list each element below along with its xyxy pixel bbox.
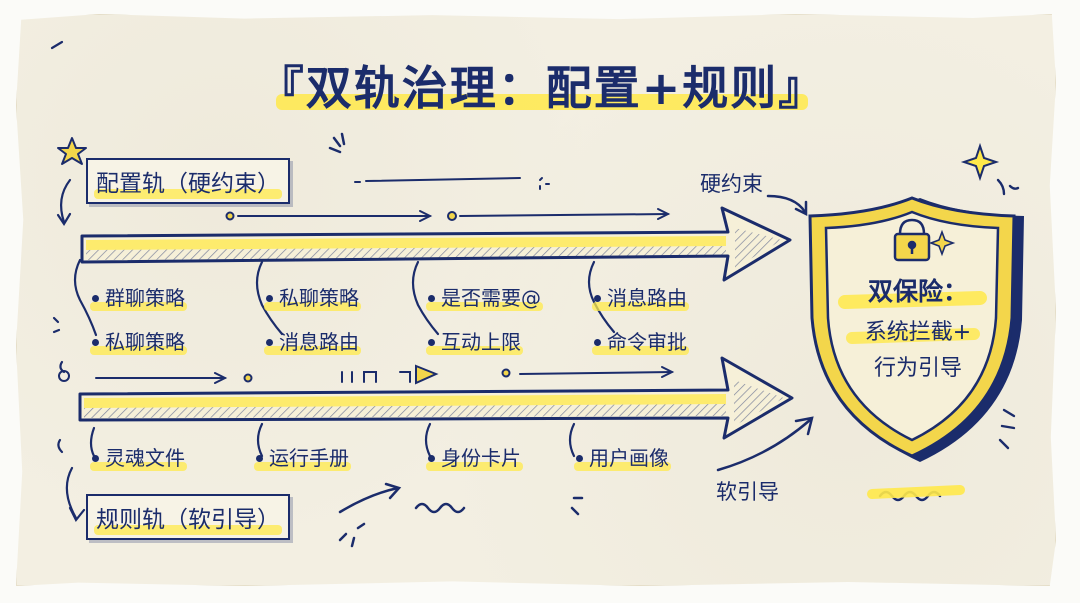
shield-text: 双保险： 系统拦截+ 行为引导 bbox=[832, 272, 1004, 382]
config-item-mention-required: 是否需要@ bbox=[426, 282, 543, 311]
config-item-message-routing-2: 消息路由 bbox=[264, 326, 361, 355]
shield-line-2: 系统拦截+ bbox=[864, 320, 972, 345]
config-item-message-routing: 消息路由 bbox=[592, 282, 689, 311]
shield-line-3: 行为引导 bbox=[873, 356, 962, 381]
side-arrows bbox=[328, 132, 814, 548]
shield-line-1: 双保险： bbox=[867, 277, 968, 306]
diagram-title-text: 『双轨治理：配置+规则』 bbox=[257, 61, 827, 115]
rule-item-runbook: 运行手册 bbox=[254, 442, 351, 471]
soft-guidance-note: 软引导 bbox=[716, 480, 779, 504]
shield-icon bbox=[808, 196, 1024, 462]
config-track-label-box: 配置轨（硬约束） bbox=[86, 158, 290, 204]
diagram-title-wrap: 『双轨治理：配置+规则』 bbox=[232, 50, 852, 120]
rule-track-label-box: 规则轨（软引导） bbox=[86, 494, 290, 540]
config-flow-lines bbox=[225, 177, 671, 222]
config-item-private-chat-policy: 私聊策略 bbox=[264, 282, 361, 311]
rule-flow-lines bbox=[58, 364, 675, 385]
config-track-arrow bbox=[80, 206, 792, 282]
padlock-icon bbox=[893, 218, 931, 262]
rule-track-label: 规则轨（软引导） bbox=[96, 507, 280, 533]
rule-track-arrow bbox=[78, 356, 794, 440]
rule-item-identity-card: 身份卡片 bbox=[426, 442, 523, 471]
star-icon bbox=[57, 137, 87, 165]
config-item-private-chat-policy-2: 私聊策略 bbox=[90, 326, 187, 355]
small-sparkle-icon bbox=[928, 229, 956, 257]
rule-item-user-profile: 用户画像 bbox=[574, 442, 671, 471]
config-item-group-chat-policy: 群聊策略 bbox=[90, 282, 187, 311]
config-item-interaction-limit: 互动上限 bbox=[426, 326, 523, 355]
rule-item-soul-file: 灵魂文件 bbox=[90, 442, 187, 471]
hard-constraint-note: 硬约束 bbox=[700, 172, 763, 196]
config-item-command-approval: 命令审批 bbox=[592, 326, 689, 355]
sparkle-icon bbox=[960, 142, 1000, 182]
diagram-title: 『双轨治理：配置+规则』 bbox=[232, 50, 852, 120]
config-track-label: 配置轨（硬约束） bbox=[96, 171, 280, 197]
